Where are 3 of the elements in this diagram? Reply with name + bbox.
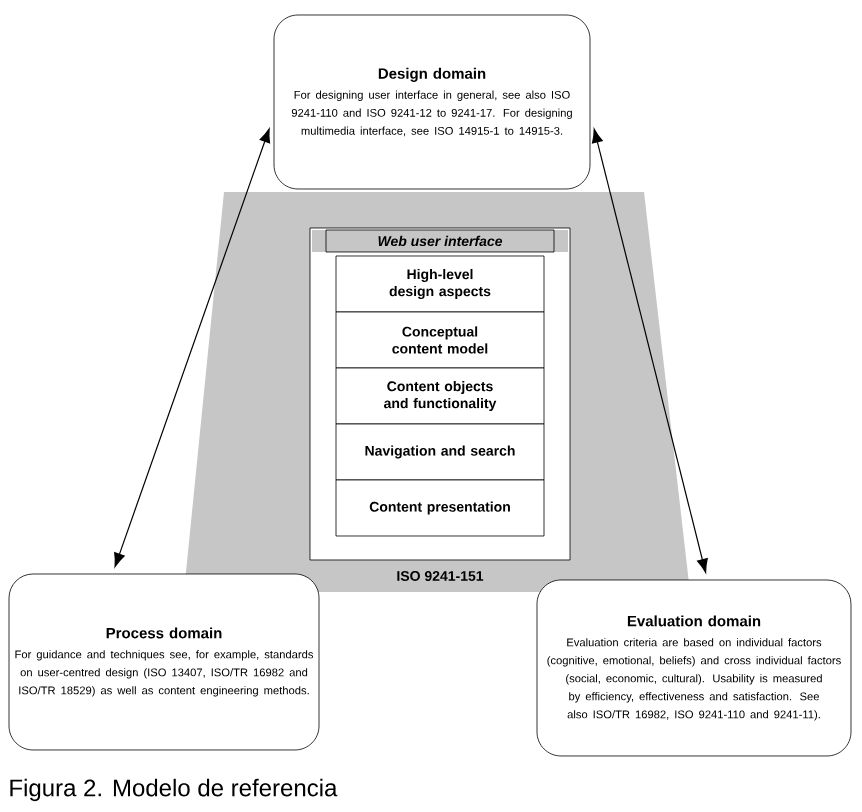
arrow bbox=[114, 128, 271, 568]
arrow bbox=[591, 128, 708, 573]
caption: Figura 2. Modelo de referencia bbox=[10, 778, 338, 802]
